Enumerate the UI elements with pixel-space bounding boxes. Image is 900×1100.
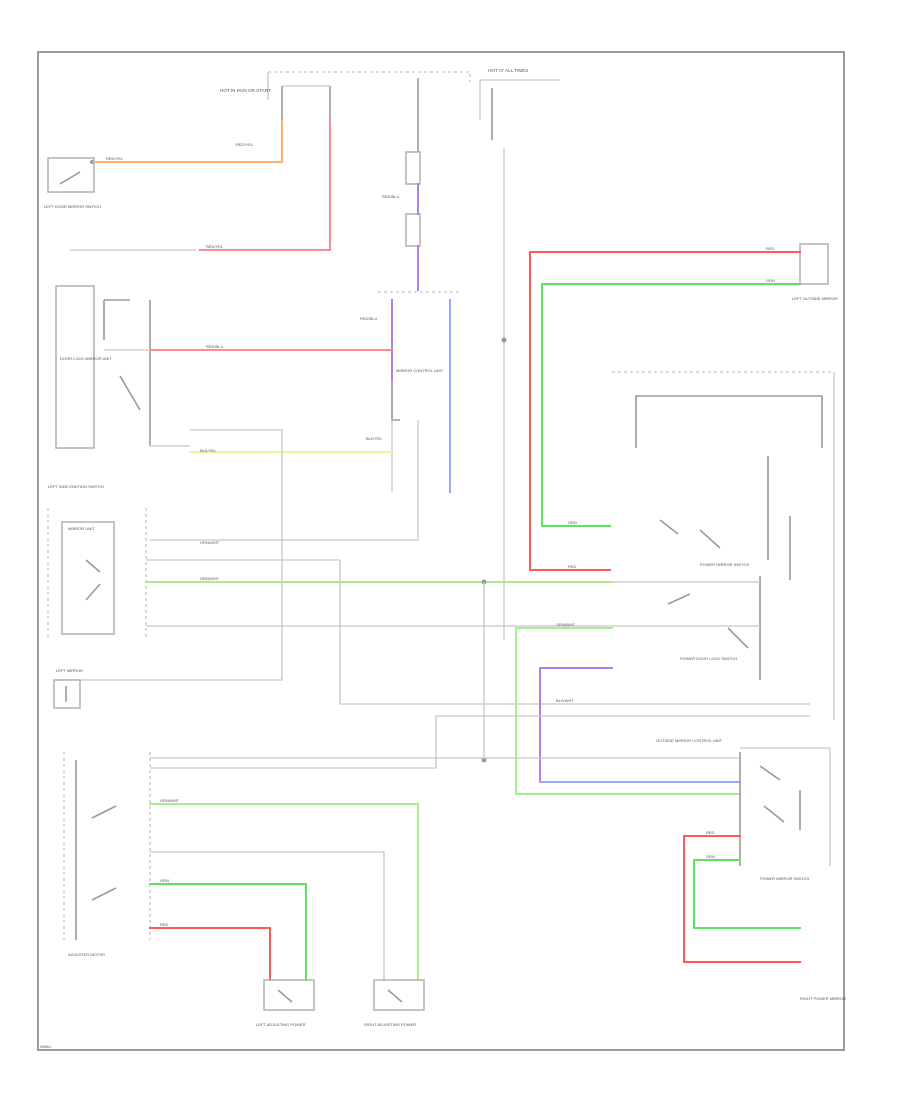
fuse-top-right-label: HOT AT ALL TIMES (488, 68, 528, 73)
left-door-mirror-switch-label: LEFT DOOR MIRROR SWITCH (44, 204, 101, 209)
power-mirror-switch-label: POWER MIRROR SWITCH (700, 562, 749, 567)
wire-label: GRN (160, 878, 169, 883)
wire-label: GRN (706, 854, 715, 859)
corner-code: W50U (40, 1044, 51, 1049)
wire-label: RED/YEL (106, 156, 124, 161)
wire-label: RED/BLU (382, 194, 399, 199)
left-outside-mirror-motor: LEFT OUTSIDE MIRROR (792, 243, 838, 301)
left-module-label: DOOR LOCK MIRROR UNIT (60, 356, 112, 361)
left-adjusting-power-motor: LEFT ADJUSTING POWER (256, 979, 315, 1027)
right-mirror-unit-label: POWER MIRROR SWITCH (760, 876, 809, 881)
left-door-relay-label: LEFT SIDE IGNITION SWITCH (48, 484, 104, 489)
outside-mirror-control-unit: OUTSIDE MIRROR CONTROL UNIT POWER MIRROR… (656, 738, 831, 881)
pink-wire-top (199, 119, 331, 251)
wire-label: GRN/WHT (200, 576, 220, 581)
wire-label: RED/YEL (206, 244, 224, 249)
green-wire-right-bottom (693, 859, 801, 929)
wire-label: GRN (766, 278, 775, 283)
center-relay-chain (405, 120, 421, 247)
power-door-switch-label: POWER DOOR LOCK SWITCH (680, 656, 737, 661)
lightgreen-wire-loop (515, 627, 741, 795)
left-door-mirror-switch: LEFT DOOR MIRROR SWITCH (44, 157, 101, 209)
red-wire-right-top (529, 251, 801, 571)
right-adjusting-power-motor: RIGHT ADJUSTING POWER (364, 979, 425, 1027)
left-door-lock-mirror-unit: DOOR LOCK MIRROR UNIT (55, 285, 151, 449)
wire-label: RED/YEL (236, 142, 254, 147)
orange-wire (93, 119, 283, 163)
wire-label: RED (706, 830, 715, 835)
wire-label: BLK/YEL (200, 448, 217, 453)
wire-label: BLK/YEL (366, 436, 383, 441)
mirror-control-unit-label: MIRROR CONTROL UNIT (396, 368, 444, 373)
lightgreen-wire-bottom (149, 803, 419, 981)
left-mirror-panel: LEFT MIRROR (53, 668, 83, 709)
adjuster-left-label: LEFT ADJUSTING POWER (256, 1022, 306, 1027)
wire-label: GRN/WHT (160, 798, 180, 803)
left-side-relay: LEFT SIDE IGNITION SWITCH MIRROR UNIT (47, 484, 147, 640)
mirror-control-unit: MIRROR CONTROL UNIT (150, 291, 460, 541)
red-wire-right-bottom (683, 835, 801, 963)
wire-label: RED (160, 922, 169, 927)
right-top-motor-label: LEFT OUTSIDE MIRROR (792, 296, 838, 301)
diagram-frame (37, 51, 845, 1051)
wire-label: GRN/WHT (556, 622, 576, 627)
wire-label: RED (568, 564, 577, 569)
left-panel-label: LEFT MIRROR (56, 668, 83, 673)
wire-label: RED (766, 246, 775, 251)
green-wire-bottom (149, 883, 307, 981)
mirror-unit-label: MIRROR UNIT (68, 526, 95, 531)
fuse-block-top: HOT IN RUN OR START HOT AT ALL TIMES (220, 68, 560, 640)
adjuster-right-label: RIGHT ADJUSTING POWER (364, 1022, 416, 1027)
right-power-mirror-motor: RIGHT POWER MIRROR (800, 996, 846, 1001)
outside-mirror-unit-label: OUTSIDE MIRROR CONTROL UNIT (656, 738, 723, 743)
right-bottom-motor-label: RIGHT POWER MIRROR (800, 996, 846, 1001)
adjuster-motor-module: ADJUSTER MOTOR (63, 752, 151, 957)
red-wire-bottom (149, 927, 271, 981)
power-mirror-switch: POWER MIRROR SWITCH POWER DOOR LOCK SWIT… (612, 371, 835, 720)
bottom-left-module-label: ADJUSTER MOTOR (68, 952, 105, 957)
wire-labels: RED/YEL RED/YEL RED/YEL RED/BLU RED/BLU … (106, 142, 775, 927)
wire-label: RED/BLU (360, 316, 377, 321)
wire-label: GRN (568, 520, 577, 525)
fuse-top-label: HOT IN RUN OR START (220, 88, 271, 93)
wire-label: BLK/WHT (556, 698, 574, 703)
wire-label: GRN/WHT (200, 540, 220, 545)
wire-label: RED/BLU (206, 344, 223, 349)
purple-wire-right (539, 667, 613, 783)
green-wire-right-top (541, 283, 801, 527)
